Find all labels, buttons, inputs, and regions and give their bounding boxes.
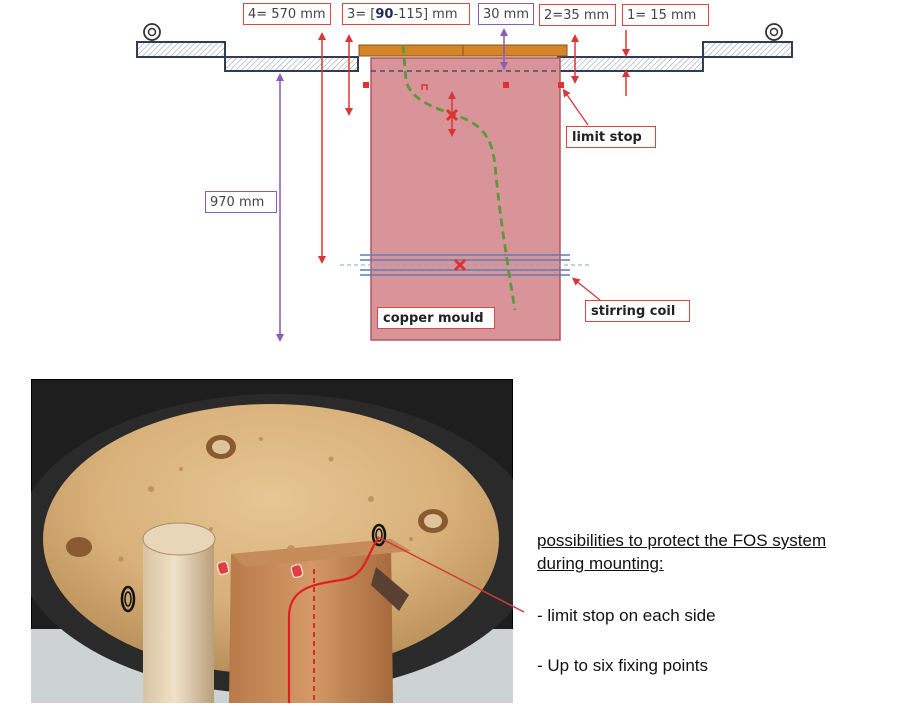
dim-label-30: 30 mm <box>478 3 534 25</box>
copper-top-bar-right <box>462 44 568 57</box>
limit-stop-label: limit stop <box>566 126 656 148</box>
note-heading-line2: during mounting: <box>537 554 664 573</box>
ring-bolt-right <box>765 23 783 42</box>
limit-stop-marker-center <box>503 82 509 88</box>
stirring-coil-leader <box>571 277 601 301</box>
fixing-point-upper <box>445 91 459 137</box>
dim-label-35: 2=35 mm <box>539 4 616 26</box>
mounting-photo <box>31 379 513 703</box>
note-bullet-limit-stop: - limit stop on each side <box>537 606 716 625</box>
copper-mould-label: copper mould <box>377 307 495 329</box>
top-plate-left <box>136 41 359 72</box>
limit-stop-leader <box>562 88 589 126</box>
copper-top-bar-left <box>358 44 464 57</box>
note-heading-line1: possibilities to protect the FOS system <box>537 531 827 550</box>
fixing-point-lower <box>453 258 467 272</box>
dim-label-970: 970 mm <box>205 191 277 213</box>
dim-label-570: 4= 570 mm <box>243 3 331 25</box>
ring-bolt-left <box>143 23 161 42</box>
fiber-path-photo <box>287 536 380 703</box>
schematic-drawing <box>136 23 793 342</box>
limit-stop-marker-right <box>558 82 564 88</box>
top-plate-right <box>557 41 793 72</box>
fiber-optic-path <box>401 44 517 311</box>
fixing-ring-photo-left <box>120 585 136 613</box>
copper-mould-body <box>370 57 561 341</box>
note-bullet-fixing-points: - Up to six fixing points <box>537 656 709 675</box>
small-hook-marker <box>421 84 428 90</box>
dim-label-90-115: 3= [90-115] mm <box>342 3 470 25</box>
dim-label-15: 1= 15 mm <box>622 4 709 26</box>
stirring-coil-label: stirring coil <box>585 300 690 322</box>
limit-stop-photo-markers <box>216 561 304 578</box>
limit-stop-marker-left <box>363 82 369 88</box>
